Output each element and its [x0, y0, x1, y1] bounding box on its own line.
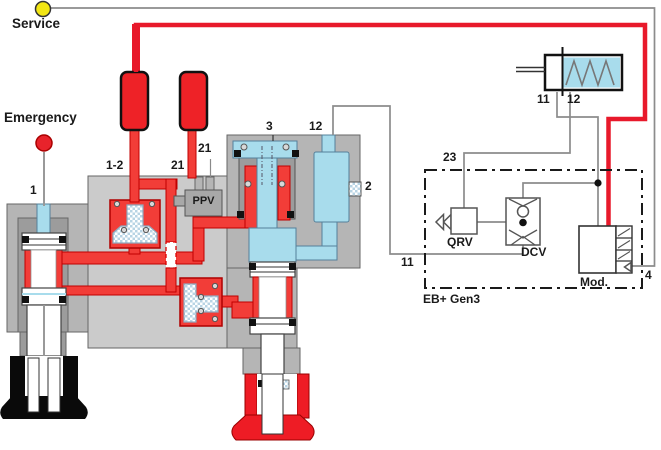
piston-top-chamber	[248, 227, 297, 263]
port-21b-label: 21	[198, 141, 212, 155]
service-label: Service	[12, 16, 61, 31]
qrv-exhaust-icon	[434, 212, 445, 232]
line-23	[463, 92, 571, 208]
dcv-label: DCV	[521, 245, 547, 259]
service-coupling-dot[interactable]	[34, 0, 52, 18]
valve-stem	[256, 157, 278, 235]
service-line	[50, 7, 656, 267]
spring-brake-chamber	[516, 47, 624, 96]
port-2-label: 2	[365, 179, 372, 193]
left-piston-red-right	[55, 249, 63, 289]
port-1-label: 1	[30, 183, 37, 197]
service-coupling-red	[231, 373, 315, 441]
ppv-label: PPV	[192, 195, 215, 207]
vessel-body	[313, 151, 350, 223]
riser-upper	[165, 178, 177, 243]
port2-plug	[348, 181, 362, 197]
port-23-label: 23	[443, 150, 457, 164]
park-button[interactable]	[119, 70, 150, 132]
ppv-valve	[173, 159, 223, 217]
chamber-12-label: 12	[567, 92, 581, 106]
modulator-exhaust-icon	[623, 261, 632, 273]
left-piston-assembly	[21, 203, 67, 357]
qrv-box	[450, 207, 478, 235]
dcv-junction-dot	[519, 218, 527, 227]
service-piston-rod	[260, 333, 285, 381]
dcv-check-ball	[516, 205, 530, 218]
port-4-label: 4	[645, 268, 652, 282]
riser-hidden-dashed	[165, 241, 177, 269]
ebplus-gen3-module	[424, 169, 643, 289]
poppet-valve-upper	[112, 204, 158, 244]
spring-icon	[565, 58, 615, 88]
lower-supply-channel	[55, 285, 183, 296]
ppv-box	[184, 189, 223, 217]
push-rod	[516, 66, 545, 73]
shunt-button[interactable]	[178, 70, 209, 132]
ebplus-boundary	[424, 169, 643, 289]
shunt-button-stem	[187, 127, 197, 179]
qrv-label: QRV	[447, 235, 473, 249]
chamber-11-label: 11	[537, 92, 550, 106]
poppet-valve-lower	[183, 283, 219, 323]
port12-vessel	[248, 134, 362, 263]
service-piston-assembly	[249, 261, 296, 381]
park-button-stem	[129, 127, 140, 203]
ebplus-gen3-label: EB+ Gen3	[423, 292, 481, 306]
port-21-label: 21	[171, 158, 185, 172]
emergency-coupling-black	[0, 356, 88, 419]
emergency-label: Emergency	[4, 110, 77, 125]
upper-poppet-chamber	[109, 199, 161, 249]
lower-chamber-out-2	[231, 301, 257, 319]
emergency-supply-line	[133, 22, 648, 227]
mod-label: Mod.	[580, 275, 608, 289]
port-3-label: 3	[266, 119, 273, 133]
vessel-elbow	[289, 245, 338, 261]
junction-dot	[594, 179, 602, 187]
center-valve	[232, 135, 299, 235]
modulator-box	[578, 225, 617, 274]
port-12-valve-label: 12	[309, 119, 323, 133]
port-1-2-label: 1-2	[106, 158, 124, 172]
red-channels	[24, 178, 257, 319]
dcv-branch-line	[522, 182, 598, 198]
riser-lower	[165, 267, 177, 293]
signal-line-11	[332, 105, 524, 255]
emergency-coupling-dot[interactable]	[35, 134, 53, 152]
port-11-line-label: 11	[401, 255, 414, 269]
left-piston-red-left	[24, 249, 32, 289]
chamber11-line	[556, 92, 599, 226]
qrv-exhaust-icon	[442, 212, 452, 232]
port1-blue-channel	[36, 203, 51, 235]
piping-lines	[43, 7, 656, 267]
lower-poppet-chamber	[179, 277, 223, 327]
